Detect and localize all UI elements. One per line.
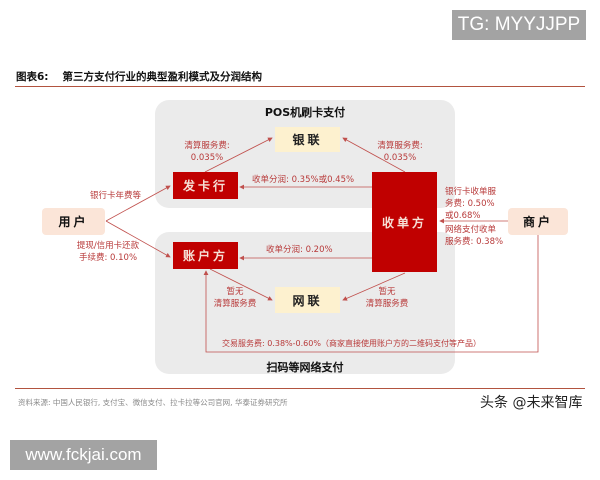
label-account-netsunion: 暂无 清算服务费	[213, 287, 257, 309]
node-netsunion: 网联	[275, 287, 340, 313]
label-merchant-acquirer-network: 网络支付收单 服务费: 0.38%	[445, 225, 504, 247]
figure-title: 图表6: 第三方支付行业的典型盈利模式及分润结构	[16, 69, 262, 84]
label-acquirer-netsunion: 暂无 清算服务费	[365, 287, 409, 309]
node-merchant: 商户	[508, 208, 568, 235]
label-acquirer-unionpay: 清算服务费: 0.035%	[377, 141, 423, 163]
label-acquirer-account: 收单分润: 0.20%	[266, 245, 333, 255]
node-unionpay: 银联	[275, 127, 340, 152]
label-merchant-acquirer-card: 银行卡收单服 务费: 0.50% 或0.68%	[445, 187, 497, 221]
watermark-bottom: www.fckjai.com	[10, 440, 157, 470]
network-panel-title: 扫码等网络支付	[266, 361, 344, 374]
node-issuer: 发卡行	[173, 172, 238, 199]
figure-title-text: 第三方支付行业的典型盈利模式及分润结构	[62, 71, 263, 83]
watermark-top: TG: MYYJJPP	[452, 10, 586, 40]
node-user: 用户	[42, 208, 105, 235]
source-note: 资料来源: 中国人民银行, 支付宝、微信支付、拉卡拉等公司官网, 华泰证券研究所	[18, 398, 288, 407]
label-user-account: 提现/信用卡还款 手续费: 0.10%	[76, 241, 140, 263]
title-rule	[15, 86, 585, 87]
label-acquirer-issuer: 收单分润: 0.35%或0.45%	[252, 175, 355, 185]
node-acquirer: 收单方	[372, 172, 437, 272]
label-issuer-unionpay: 清算服务费: 0.035%	[184, 141, 230, 163]
brand-watermark: 头条 @未来智库	[480, 395, 583, 411]
node-account-provider: 账户方	[173, 242, 238, 269]
footer-rule	[15, 388, 585, 389]
pos-panel-title: POS机刷卡支付	[264, 106, 346, 119]
label-merchant-account: 交易服务费: 0.38%-0.60%（商家直接使用账户方的二维码支付等产品）	[222, 339, 481, 348]
figure-label: 图表6:	[16, 71, 49, 83]
label-user-issuer: 银行卡年费等	[90, 191, 142, 201]
